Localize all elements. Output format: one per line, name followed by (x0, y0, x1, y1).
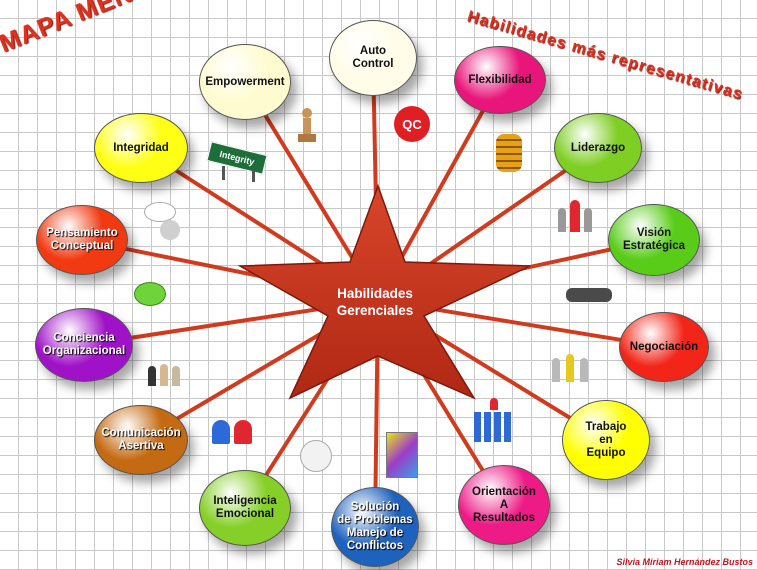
puzzle-icon (386, 432, 418, 478)
thought-cloud (144, 202, 176, 222)
node-label: Liderazgo (570, 141, 626, 154)
node-comunicacion-asertiva[interactable]: Comunicación Asertiva (94, 405, 188, 475)
node-label: Trabajo en Equipo (585, 420, 627, 459)
leader-red (570, 200, 580, 232)
center-star (237, 183, 531, 400)
figure-legs (298, 134, 316, 142)
figure-body (303, 118, 311, 134)
node-conciencia-organizacional[interactable]: Conciencia Organizacional (35, 308, 133, 382)
team-member-1 (552, 358, 560, 382)
team-member-3 (580, 358, 588, 382)
author-credit: Silvia Miriam Hernández Bustos (616, 557, 753, 567)
node-trabajo-en-equipo[interactable]: Trabajo en Equipo (562, 400, 650, 480)
node-solucion-de-problemas[interactable]: Solución de Problemas Manejo de Conflict… (331, 487, 419, 567)
thought-bubble-icon (144, 202, 184, 240)
node-flexibilidad[interactable]: Flexibilidad (454, 46, 546, 114)
person-3 (172, 366, 180, 386)
gears-head-icon (300, 440, 332, 472)
blue-person (212, 420, 230, 444)
leader-gray-right (584, 208, 592, 232)
person-1 (148, 366, 156, 386)
qc-logo-text: QC (402, 116, 422, 132)
node-empowerment[interactable]: Empowerment (199, 44, 291, 120)
team-member-2 (566, 354, 574, 382)
node-label: Solución de Problemas Manejo de Conflict… (337, 501, 413, 552)
integrity-sign-post-right (252, 170, 255, 182)
node-label: Integridad (113, 141, 169, 154)
pyramid-base (474, 412, 514, 442)
node-negociacion[interactable]: Negociación (619, 312, 709, 382)
node-integridad[interactable]: Integridad (94, 113, 188, 183)
idea-bulb-icon (134, 282, 166, 306)
node-orientacion-a-resultados[interactable]: Orientación A Resultados (458, 465, 550, 545)
node-label: Negociación (629, 340, 699, 353)
center-label: Habilidades Gerenciales (336, 286, 414, 318)
integrity-sign-icon: Integrity (206, 141, 268, 182)
node-label: Orientación A Resultados (472, 485, 536, 524)
node-vision-estrategica[interactable]: Visión Estratégica (608, 204, 700, 276)
person-2 (160, 364, 168, 386)
team-people-icon (548, 352, 600, 386)
negotiation-table-icon (566, 288, 612, 302)
node-label: Auto Control (352, 45, 394, 70)
people-group-icon (148, 360, 188, 388)
node-label: Conciencia Organizacional (42, 332, 126, 357)
pyramid-top (490, 398, 498, 410)
qc-logo-icon: QC (394, 106, 430, 142)
node-label: Empowerment (205, 75, 285, 88)
red-person (234, 420, 252, 444)
node-inteligencia-emocional[interactable]: Inteligencia Emocional (199, 470, 291, 546)
node-liderazgo[interactable]: Liderazgo (554, 113, 642, 183)
node-label: Visión Estratégica (622, 227, 685, 252)
leader-figures-icon (556, 200, 596, 236)
node-label: Comunicación Asertiva (101, 427, 181, 452)
communication-people-icon (210, 418, 258, 448)
node-label: Inteligencia Emocional (213, 495, 277, 520)
figure-head (302, 108, 312, 118)
thought-head (160, 220, 180, 240)
leader-gray-left (558, 208, 566, 232)
node-auto-control[interactable]: Auto Control (329, 20, 417, 96)
integrity-sign-text: Integrity (218, 148, 256, 168)
node-label: Pensamiento Conceptual (46, 227, 118, 252)
node-pensamiento-conceptual[interactable]: Pensamiento Conceptual (36, 205, 128, 275)
wooden-figure-icon (292, 108, 322, 144)
node-label: Flexibilidad (468, 73, 532, 86)
spring-coil-icon (496, 134, 522, 172)
integrity-sign-post (222, 166, 225, 180)
pyramid-people-icon (472, 398, 516, 444)
